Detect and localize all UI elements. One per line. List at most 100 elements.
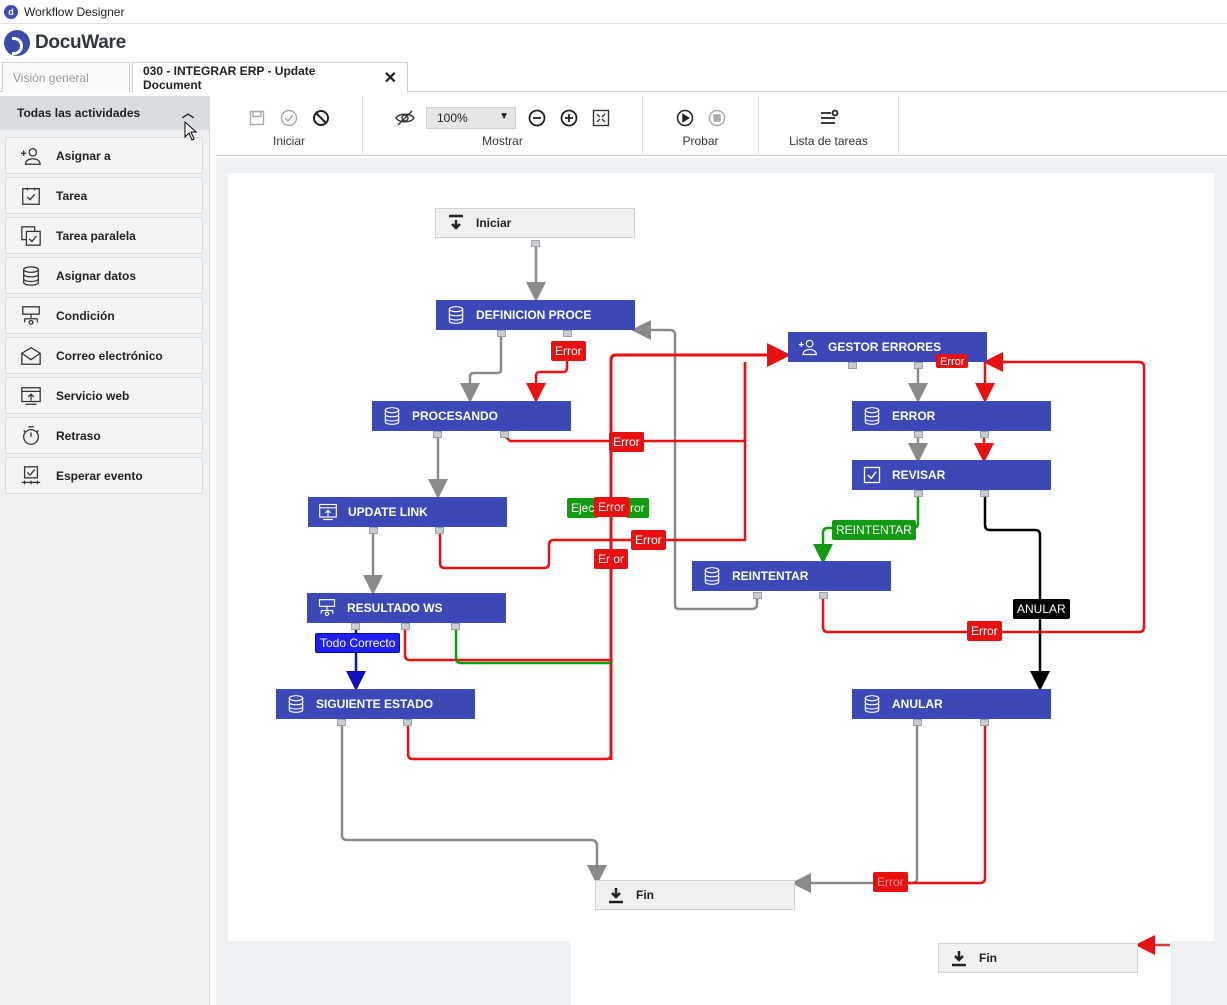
port[interactable] [563,330,572,337]
node-error[interactable]: ERROR [852,401,1051,431]
port[interactable] [403,719,412,726]
tab-label: Visión general [13,70,89,85]
toolbar-group-label: Lista de tareas [789,134,868,148]
chevron-up-icon[interactable]: ︿ [181,106,194,120]
docuware-logo-icon [4,30,30,56]
user-add-icon [20,147,41,165]
port[interactable] [369,527,378,534]
close-icon[interactable]: ✕ [383,70,397,87]
port[interactable] [531,240,540,247]
zoom-select[interactable]: 100% ▼ [426,107,516,129]
label-anular[interactable]: ANULAR [1013,599,1070,619]
tab-vision-general[interactable]: Visión general [2,62,130,92]
label-error[interactable]: Error [594,497,629,517]
port[interactable] [913,719,922,726]
play-icon[interactable] [675,108,695,128]
sidebar-header[interactable]: Todas las actividades ︿ [0,96,210,130]
port[interactable] [914,431,923,438]
database-icon [448,306,464,324]
tab-workflow[interactable]: 030 - INTEGRAR ERP - Update Document ✕ [132,62,408,93]
activity-retraso[interactable]: Retraso [5,417,203,454]
toolbar-group-label: Probar [682,134,719,148]
port[interactable] [401,623,410,630]
label-todo-correcto[interactable]: Todo Correcto [315,633,401,653]
workflow-canvas[interactable] [228,173,1214,941]
label-error[interactable]: Error [631,530,666,550]
node-reintentar[interactable]: REINTENTAR [692,561,891,591]
port[interactable] [848,362,857,369]
port[interactable] [753,592,762,599]
eye-off-icon[interactable] [395,108,415,128]
zoom-out-icon[interactable] [527,108,547,128]
node-label: ERROR [892,409,936,423]
connector-main-to-gestor [609,343,791,760]
node-fin[interactable]: Fin [595,880,795,910]
toolbar-group-label: Iniciar [272,134,305,148]
label-error-green[interactable]: ror [626,498,649,518]
download-icon [609,888,623,904]
activity-tarea[interactable]: Tarea [5,177,203,214]
label-ejecutar[interactable]: Ejec [567,498,599,518]
activity-condicion[interactable]: Condición [5,297,203,334]
node-label: ANULAR [892,697,943,711]
connector-update-error [438,362,747,570]
port[interactable] [980,719,989,726]
label-error[interactable]: Error [551,341,586,361]
activity-servicio-web[interactable]: Servicio web [5,377,203,414]
activity-label: Tarea paralela [56,228,136,243]
zoom-value: 100% [437,111,468,125]
node-fin-duplicate[interactable]: Fin [938,943,1138,973]
activity-correo[interactable]: Correo electrónico [5,337,203,374]
check-circle-icon[interactable] [279,108,299,128]
node-iniciar[interactable]: Iniciar [435,208,635,238]
task-icon [22,187,40,205]
node-update-link[interactable]: UPDATE LINK [308,497,507,527]
node-resultado-ws[interactable]: RESULTADO WS [307,593,506,623]
task-list-icon[interactable] [819,108,839,128]
stop-icon[interactable] [707,108,727,128]
node-revisar[interactable]: REVISAR [852,460,1051,490]
port[interactable] [980,431,989,438]
port[interactable] [914,362,923,369]
port[interactable] [497,330,506,337]
port[interactable] [914,490,923,497]
node-siguiente-estado[interactable]: SIGUIENTE ESTADO [276,689,475,719]
node-definicion-proce[interactable]: DEFINICION PROCE [436,300,635,330]
condition-icon [22,305,40,325]
connector-siguiente-error [406,724,613,761]
port[interactable] [500,431,509,438]
node-label: UPDATE LINK [348,505,428,519]
activity-label: Condición [56,308,115,323]
block-icon[interactable] [311,108,331,128]
port[interactable] [337,719,346,726]
label-error-partial[interactable]: Error [936,354,969,368]
activity-tarea-paralela[interactable]: Tarea paralela [5,217,203,254]
activity-esperar-evento[interactable]: Esperar evento [5,457,203,494]
label-error[interactable]: Error [873,872,908,892]
fit-screen-icon[interactable] [591,108,611,128]
timer-icon [23,425,39,445]
port[interactable] [435,527,444,534]
save-icon[interactable] [247,108,267,128]
activity-label: Esperar evento [56,468,143,483]
label-reintentar[interactable]: REINTENTAR [832,520,916,540]
activity-asignar-a[interactable]: Asignar a [5,137,203,174]
zoom-in-icon[interactable] [559,108,579,128]
window-title: Workflow Designer [24,4,125,19]
port[interactable] [451,623,460,630]
label-error[interactable]: Error [609,432,644,452]
activity-label: Asignar a [56,148,111,163]
port[interactable] [433,431,442,438]
label-error[interactable]: Error [967,621,1002,641]
node-label: Fin [979,951,997,965]
port[interactable] [351,623,360,630]
download-icon [952,951,966,967]
node-anular[interactable]: ANULAR [852,689,1051,719]
label-error[interactable]: Er or [594,549,629,569]
port[interactable] [819,592,828,599]
node-procesando[interactable]: PROCESANDO [372,401,571,431]
activity-asignar-datos[interactable]: Asignar datos [5,257,203,294]
port[interactable] [980,490,989,497]
node-gestor-errores[interactable]: GESTOR ERRORES [788,332,987,362]
task-icon [863,466,881,484]
